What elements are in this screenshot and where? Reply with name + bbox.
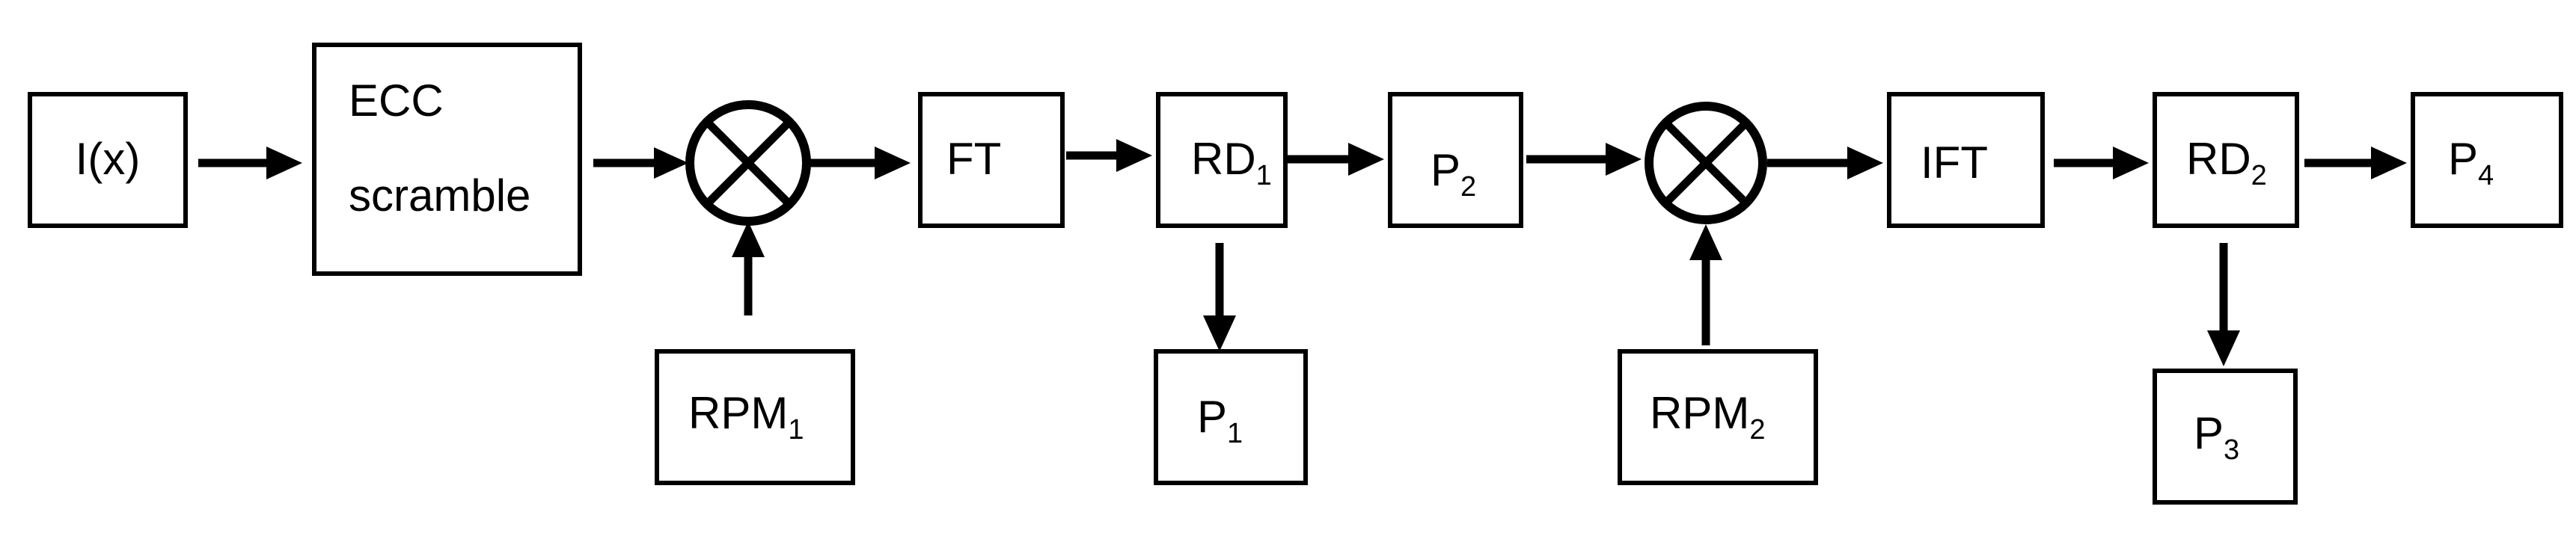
multiply-icon (704, 119, 792, 207)
block-rd1-main: RD (1191, 134, 1256, 184)
block-p4-main: P (2448, 134, 2478, 184)
block-ecc-label-line1: ECC (349, 76, 444, 126)
arrowhead (266, 147, 302, 179)
block-rpm2-label: RPM2 (1650, 388, 1765, 446)
arrowhead (1606, 143, 1642, 176)
block-ft: FT (918, 92, 1065, 228)
block-p4-label: P4 (2448, 134, 2494, 191)
block-ift: IFT (1887, 92, 2045, 228)
block-rd2-main: RD (2186, 134, 2251, 184)
arrowhead (1116, 139, 1152, 172)
arrowhead (2207, 330, 2240, 366)
block-p3-subscript: 3 (2224, 434, 2239, 466)
arrowhead (732, 221, 765, 257)
block-rd2: RD2 (2153, 92, 2299, 228)
block-p2-subscript: 2 (1460, 171, 1476, 203)
arrowhead (2113, 147, 2149, 179)
block-rpm1: RPM1 (655, 349, 855, 485)
block-rpm2-main: RPM (1650, 388, 1749, 438)
block-ift-label: IFT (1921, 138, 1988, 188)
block-rpm1-label: RPM1 (688, 388, 804, 446)
block-p2: P2 (1388, 92, 1523, 228)
block-input-label: I(x) (76, 134, 141, 184)
block-rpm1-subscript: 1 (788, 414, 804, 446)
multiplier-2 (1645, 102, 1767, 224)
arrowhead (2371, 147, 2407, 179)
block-rd1-label: RD1 (1191, 134, 1272, 191)
block-p1-main: P (1197, 392, 1227, 442)
block-rd2-label: RD2 (2186, 134, 2267, 191)
arrowhead (1847, 147, 1883, 179)
block-rd1-subscript: 1 (1256, 160, 1272, 191)
block-input: I(x) (28, 92, 188, 228)
multiplier-1 (685, 100, 811, 226)
block-rd1: RD1 (1156, 92, 1288, 228)
block-p4: P4 (2411, 92, 2563, 228)
block-p3: P3 (2153, 369, 2298, 505)
block-ecc-label-line2: scramble (349, 170, 530, 221)
arrowhead (1689, 224, 1722, 260)
block-rpm2-subscript: 2 (1749, 414, 1765, 446)
block-rpm1-main: RPM (688, 388, 788, 438)
block-p3-label: P3 (2194, 408, 2239, 466)
block-ft-label: FT (946, 134, 1001, 184)
block-p1: P1 (1154, 349, 1308, 485)
block-p1-label: P1 (1197, 392, 1243, 449)
block-rpm2: RPM2 (1618, 349, 1818, 485)
block-p4-subscript: 4 (2478, 160, 2494, 191)
connectors (198, 139, 2407, 366)
arrowhead (875, 147, 911, 179)
block-ecc-scramble: ECC scramble (312, 43, 582, 276)
arrowhead (1203, 315, 1236, 351)
block-p2-label: P2 (1431, 145, 1476, 203)
block-p2-main: P (1431, 145, 1460, 195)
arrowhead (654, 147, 688, 179)
multiply-icon (1662, 120, 1749, 206)
block-p3-main: P (2194, 408, 2224, 458)
block-p1-subscript: 1 (1227, 418, 1243, 449)
arrowhead (1348, 143, 1384, 176)
block-rd2-subscript: 2 (2251, 160, 2267, 191)
